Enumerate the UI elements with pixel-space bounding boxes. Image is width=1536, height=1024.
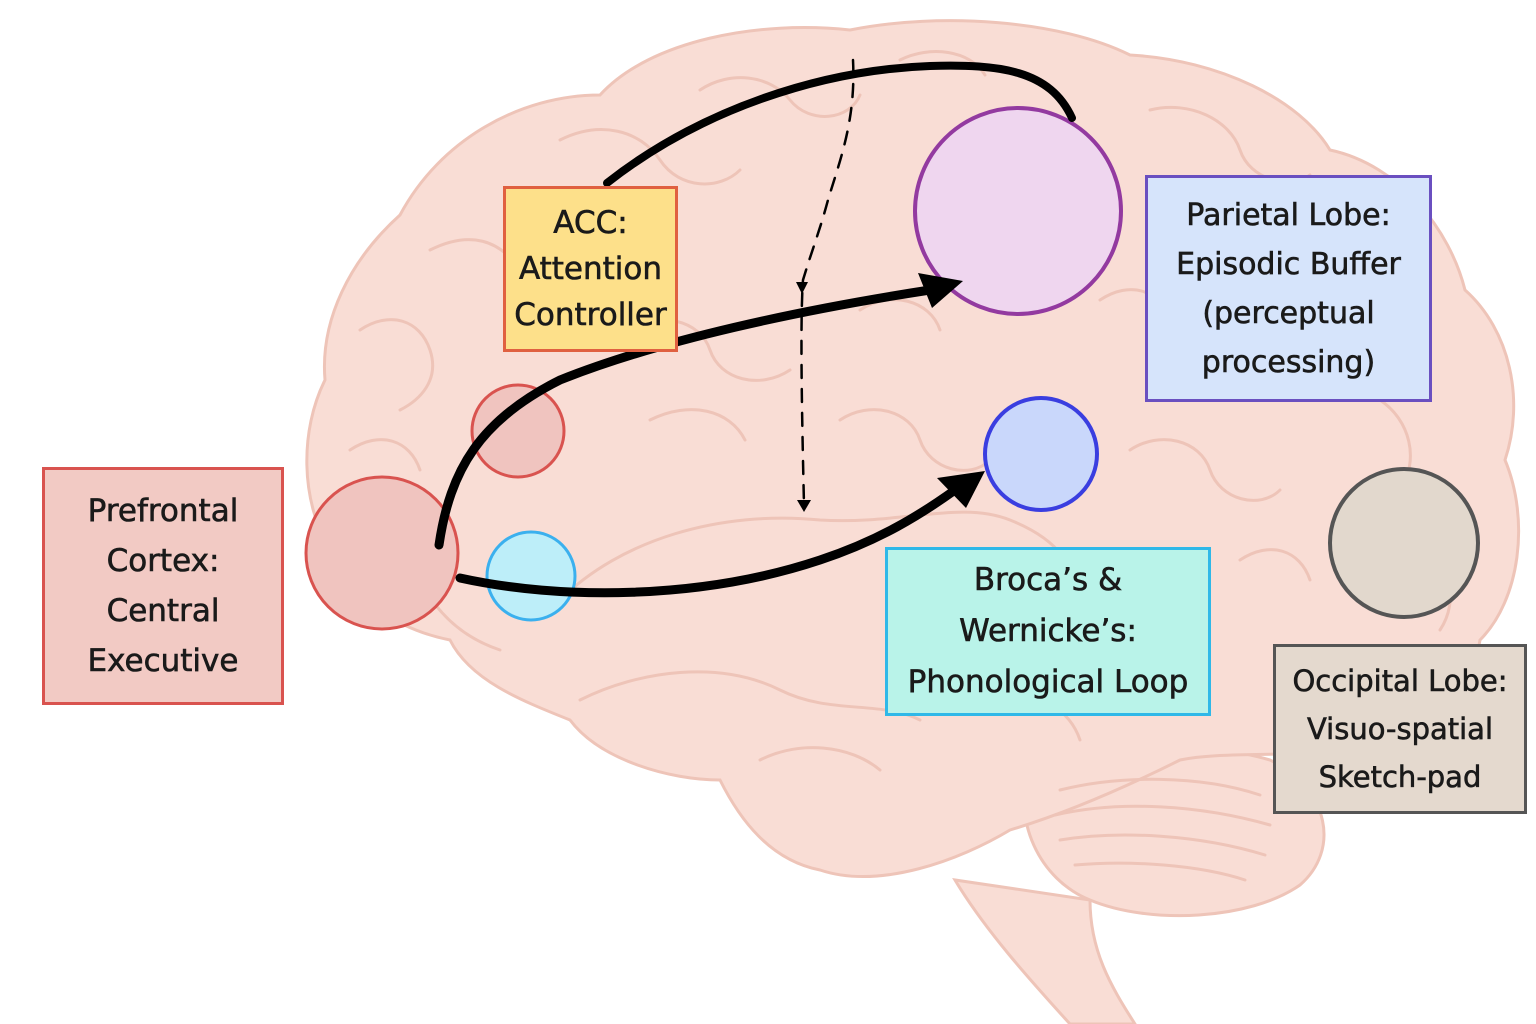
parietal-lobe-label: Parietal Lobe: Episodic Buffer (perceptu… [1145, 175, 1432, 402]
acc-label: ACC: Attention Controller [503, 186, 678, 352]
acc-label-line-2: Attention [518, 251, 663, 288]
arrow-pfc-to-phonological [455, 485, 960, 598]
broca-label-line-1: Broca’s & [973, 562, 1123, 599]
arrow-acc-to-parietal [603, 61, 1076, 187]
region-nodes [304, 106, 1480, 631]
prefrontal-cortex-label: Prefrontal Cortex: Central Executive [42, 467, 284, 705]
arrowhead-parietal [918, 273, 963, 308]
dashed-projection-line [800, 58, 855, 507]
acc-label-line-1: ACC: [553, 205, 628, 242]
arrowhead-phonological [937, 471, 985, 508]
parietal-label-line-3: (perceptual [1202, 295, 1375, 331]
occipital-label-line-3: Sketch-pad [1318, 760, 1482, 795]
broca-wernicke-label: Broca’s & Wernicke’s: Phonological Loop [885, 547, 1211, 716]
broca-label-line-2: Wernicke’s: [959, 613, 1137, 650]
prefrontal-upper-node [470, 383, 566, 479]
dashed-arrowhead-upper [796, 282, 808, 294]
connections [434, 58, 1076, 598]
prefrontal-main-node [304, 475, 460, 631]
occipital-label-line-1: Occipital Lobe: [1292, 664, 1508, 699]
occipital-label-line-2: Visuo-spatial [1306, 712, 1494, 747]
arrowheads [796, 273, 985, 512]
acc-label-line-3: Controller [514, 297, 667, 334]
prefrontal-label-line-4: Executive [87, 643, 239, 680]
broca-label-line-3: Phonological Loop [907, 664, 1189, 701]
prefrontal-label-line-3: Central [106, 593, 220, 630]
prefrontal-lower-node [485, 530, 577, 622]
parietal-label-line-1: Parietal Lobe: [1186, 197, 1391, 233]
dashed-arrowhead-lower [797, 500, 811, 512]
arrow-pfc-to-parietal [434, 285, 935, 550]
parietal-node [913, 106, 1123, 316]
prefrontal-label-line-1: Prefrontal [87, 493, 239, 530]
brainstem [952, 878, 1137, 1024]
phonological-node [983, 396, 1099, 512]
occipital-node [1328, 467, 1480, 619]
parietal-label-line-4: processing) [1201, 344, 1376, 380]
occipital-lobe-label: Occipital Lobe: Visuo-spatial Sketch-pad [1273, 644, 1527, 814]
prefrontal-label-line-2: Cortex: [106, 543, 220, 580]
parietal-label-line-2: Episodic Buffer [1176, 246, 1401, 282]
